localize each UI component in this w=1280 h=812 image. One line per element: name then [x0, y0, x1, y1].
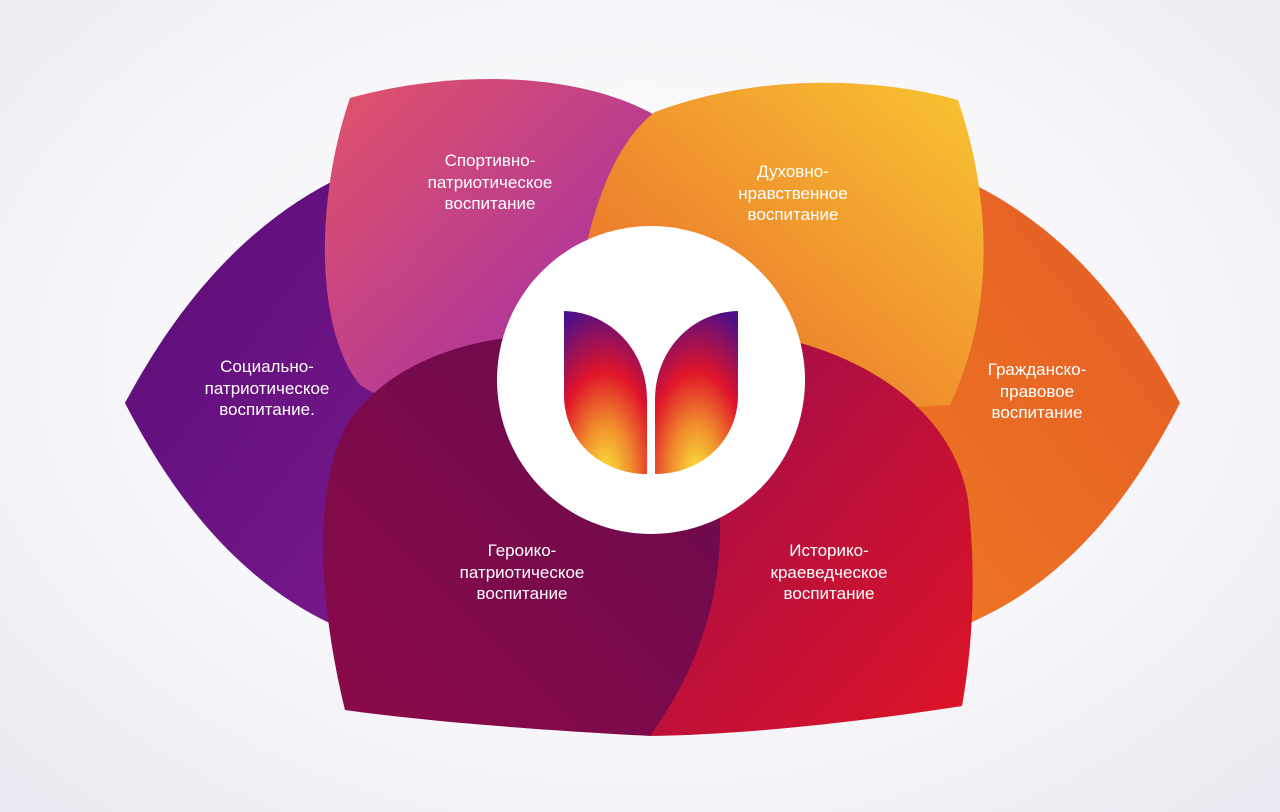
label-line: Социально-: [220, 357, 314, 376]
label-line: воспитание.: [219, 400, 315, 419]
label-social: Социально- патриотическое воспитание.: [157, 356, 377, 421]
label-line: воспитание: [444, 194, 536, 213]
label-line: Спортивно-: [444, 151, 536, 170]
label-line: воспитание: [747, 205, 839, 224]
tulip-leaves-logo: [564, 311, 738, 474]
label-line: Историко-: [789, 541, 869, 560]
label-line: правовое: [999, 381, 1075, 401]
label-local-history: Историко- краеведческое воспитание: [719, 540, 939, 605]
label-civil: Гражданско- правовое воспитание: [927, 359, 1147, 424]
label-line: патриотическое: [204, 378, 330, 398]
label-heroic: Героико- патриотическое воспитание: [412, 540, 632, 605]
center-circle: [497, 226, 805, 534]
label-line: нравственное: [738, 183, 848, 203]
label-line: патриотическое: [459, 562, 585, 582]
label-spiritual: Духовно- нравственное воспитание: [683, 161, 903, 226]
label-line: Духовно-: [757, 162, 829, 181]
label-line: воспитание: [991, 403, 1083, 422]
label-line: краеведческое: [770, 562, 888, 582]
label-line: воспитание: [783, 584, 875, 603]
label-line: патриотическое: [427, 172, 553, 192]
label-line: Гражданско-: [987, 360, 1087, 379]
label-line: Героико-: [487, 541, 557, 560]
label-line: воспитание: [476, 584, 568, 603]
label-sport: Спортивно- патриотическое воспитание: [380, 150, 600, 215]
